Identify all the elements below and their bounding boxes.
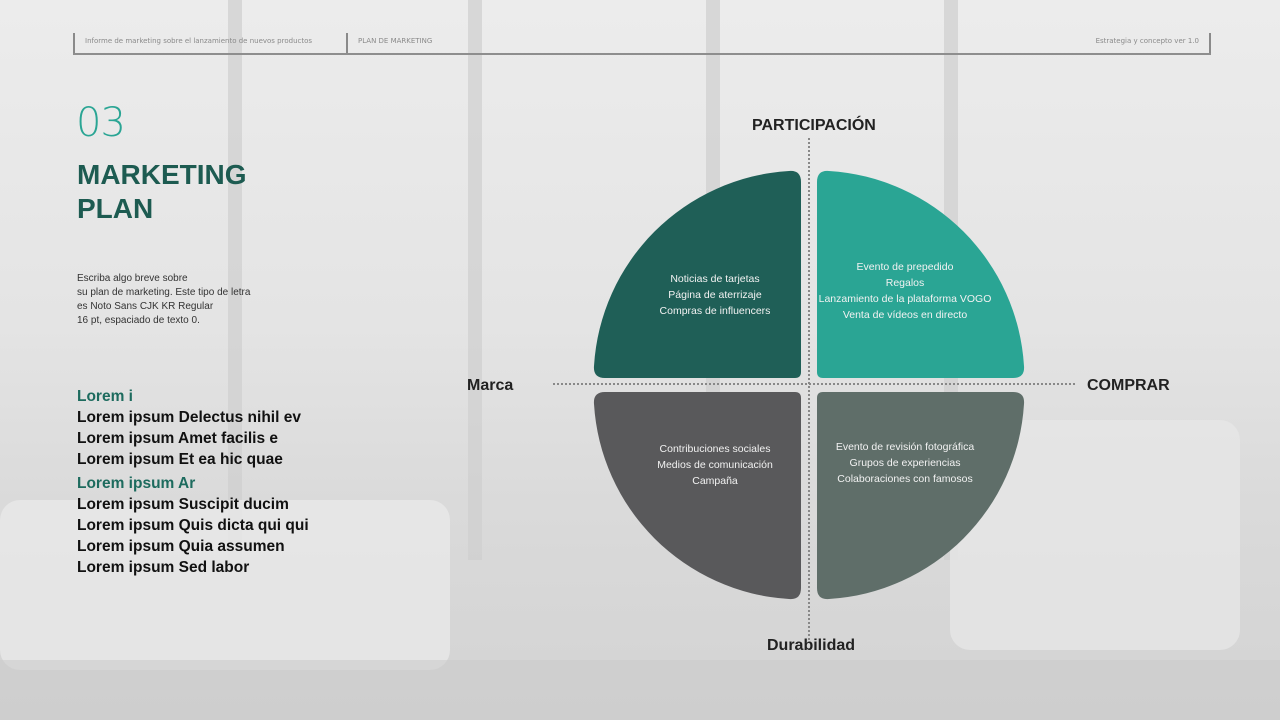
quadrant-bottom-left — [593, 392, 801, 600]
list-heading: Lorem ipsum Ar — [77, 475, 196, 492]
header-section: PLAN DE MARKETING — [346, 33, 432, 54]
quadrant-bottom-right — [817, 392, 1025, 600]
quadrant-text-top-left: Noticias de tarjetas Página de aterrizaj… — [605, 271, 825, 319]
quadrant-item: Lanzamiento de la plataforma VOGO — [818, 293, 992, 305]
page-title: MARKETING PLAN — [77, 158, 247, 226]
description: Escriba algo breve sobre su plan de mark… — [77, 272, 250, 328]
list-item: Lorem ipsum Sed labor — [77, 559, 250, 576]
header-report-title: Informe de marketing sobre el lanzamient… — [73, 33, 312, 54]
quadrant-text-top-right: Evento de prepedido Regalos Lanzamiento … — [795, 259, 1015, 323]
description-line: 16 pt, espaciado de texto 0. — [77, 315, 200, 326]
quadrant-item: Contribuciones sociales — [659, 443, 771, 455]
quadrant-top-right — [817, 170, 1025, 378]
description-line: Escriba algo breve sobre — [77, 273, 188, 284]
list-item: Lorem ipsum Quia assumen — [77, 538, 285, 555]
list-item: Lorem ipsum Amet facilis e — [77, 430, 278, 447]
axis-label-top: PARTICIPACIÓN — [752, 117, 876, 134]
header-divider — [73, 53, 1211, 55]
axis-label-right: COMPRAR — [1087, 377, 1170, 394]
quadrant-item: Regalos — [885, 277, 925, 289]
section-number: 03 — [76, 100, 126, 146]
quadrant-item: Grupos de experiencias — [849, 457, 961, 469]
quadrant-item: Evento de revisión fotográfica — [835, 441, 975, 453]
quadrant-item: Noticias de tarjetas — [670, 273, 760, 285]
list-item: Lorem ipsum Quis dicta qui qui — [77, 517, 309, 534]
quadrant-item: Evento de prepedido — [856, 261, 954, 273]
quadrant-text-bottom-left: Contribuciones sociales Medios de comuni… — [605, 441, 825, 489]
title-line-2: PLAN — [77, 193, 154, 224]
quadrant-item: Campaña — [692, 475, 738, 487]
quadrant-text-bottom-right: Evento de revisión fotográfica Grupos de… — [795, 439, 1015, 487]
list-item: Lorem ipsum Delectus nihil ev — [77, 409, 301, 426]
title-line-1: MARKETING — [77, 159, 247, 190]
list-item: Lorem ipsum Et ea hic quae — [77, 451, 283, 468]
quadrant-item: Compras de influencers — [659, 305, 771, 317]
list-heading: Lorem i — [77, 388, 133, 405]
description-line: su plan de marketing. Este tipo de letra — [77, 287, 251, 298]
description-line: es Noto Sans CJK KR Regular — [77, 301, 214, 312]
lorem-list: Lorem i Lorem ipsum Delectus nihil ev Lo… — [77, 386, 309, 578]
quadrant-item: Colaboraciones con famosos — [837, 473, 973, 485]
list-item: Lorem ipsum Suscipit ducim — [77, 496, 289, 513]
quadrant-item: Medios de comunicación — [657, 459, 773, 471]
axis-label-left: Marca — [467, 377, 514, 394]
axis-label-bottom: Durabilidad — [767, 637, 856, 654]
quadrant-item: Venta de vídeos en directo — [842, 309, 968, 321]
quadrant-item: Página de aterrizaje — [668, 289, 762, 301]
quadrant-top-left — [593, 170, 801, 378]
header-version: Estrategia y concepto ver 1.0 — [1096, 33, 1211, 54]
